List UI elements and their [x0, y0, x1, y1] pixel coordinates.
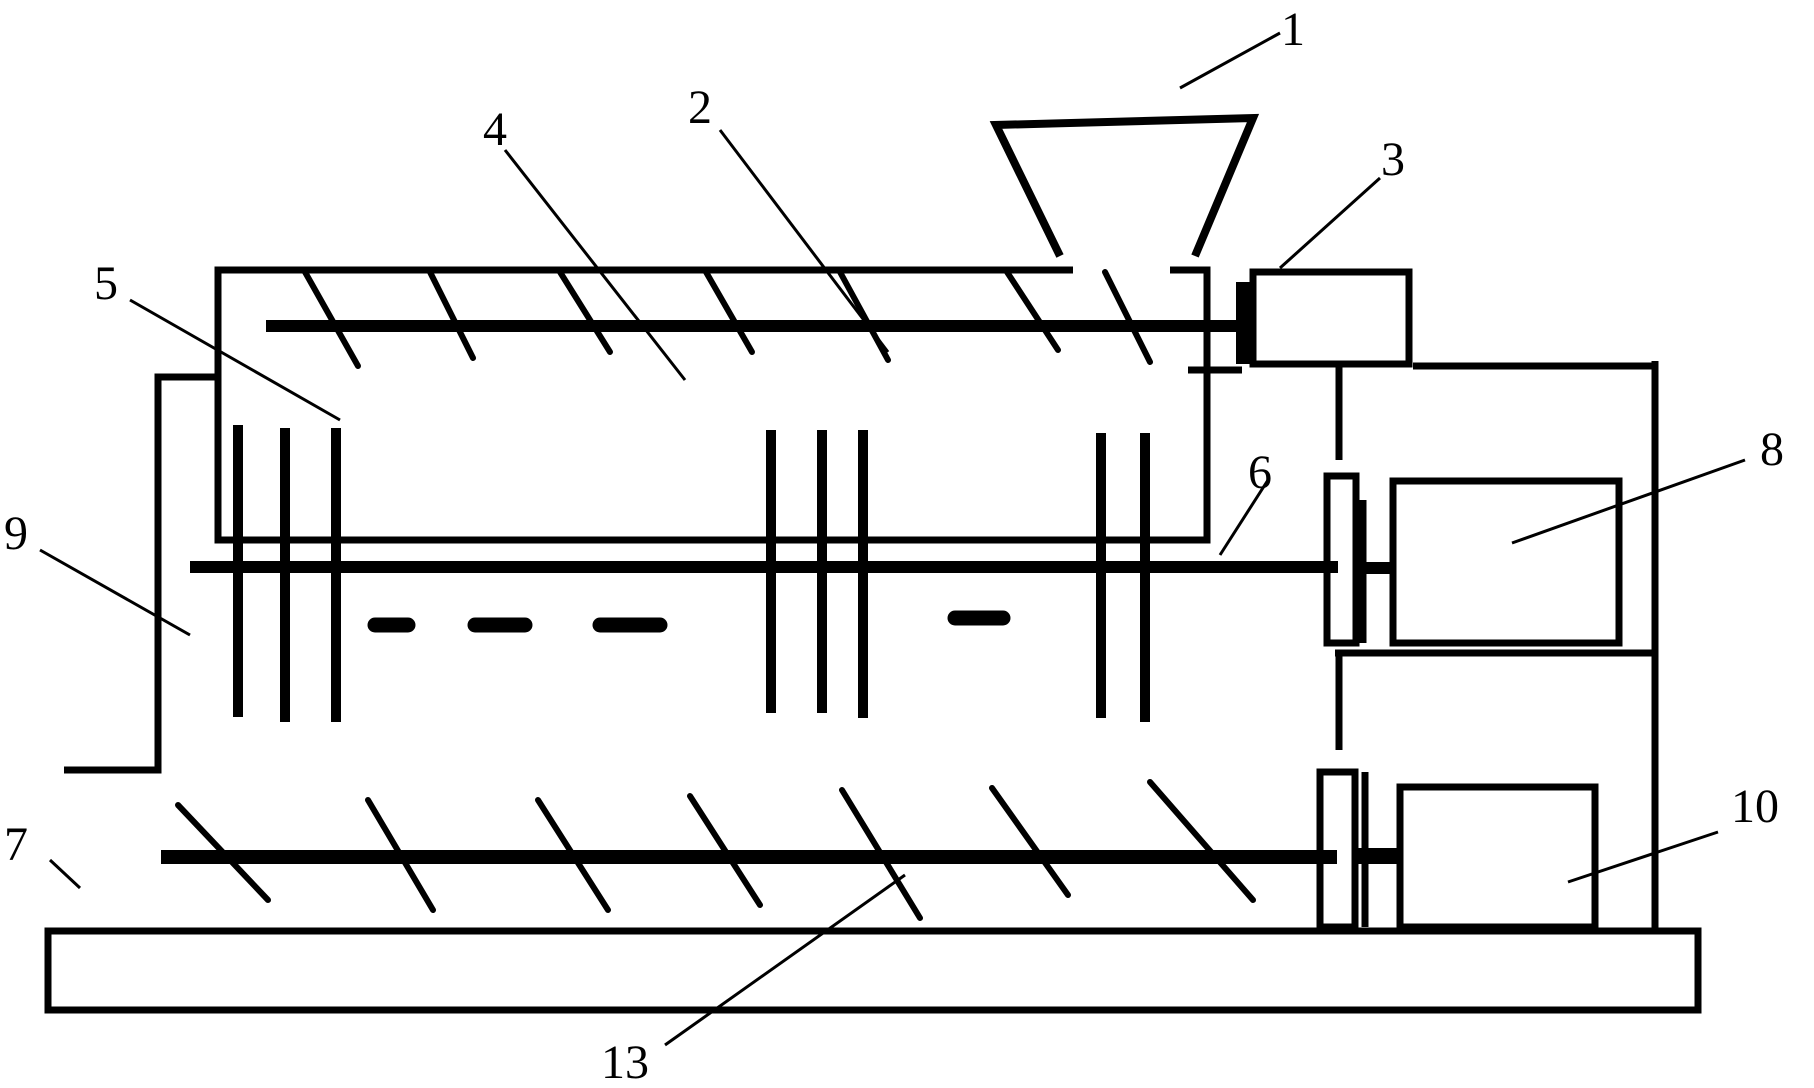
top-flight — [557, 269, 613, 355]
bottom-flight — [175, 802, 271, 903]
bottom-flight — [839, 787, 923, 921]
bottom-screw-flights — [175, 779, 1256, 921]
right-frame — [1335, 361, 1659, 931]
left-bracket — [64, 373, 218, 774]
callout-13: 13 — [601, 1036, 649, 1088]
callout-6: 6 — [1248, 446, 1272, 499]
callout-5: 5 — [94, 257, 118, 310]
callout-3: 3 — [1381, 133, 1405, 186]
middle-pulley — [1323, 472, 1360, 647]
upper-housing — [214, 266, 1211, 544]
callout-4: 4 — [483, 103, 507, 156]
top-motor — [1249, 268, 1413, 368]
middle-motor — [1389, 477, 1623, 647]
middle-shaft-blades — [233, 425, 1150, 722]
bottom-motor — [1396, 783, 1599, 931]
top-flight — [1004, 269, 1061, 353]
top-flight — [1102, 269, 1153, 365]
bottom-flight — [365, 797, 436, 913]
top-flight — [837, 269, 891, 363]
bottom-flight — [535, 797, 611, 913]
bottom-flight — [1147, 779, 1256, 903]
callout-10: 10 — [1731, 780, 1779, 833]
callout-9: 9 — [4, 507, 28, 560]
callout-2: 2 — [688, 81, 712, 134]
callout-8: 8 — [1760, 423, 1784, 476]
leader-lines — [39, 31, 1746, 1047]
base-plate — [44, 927, 1702, 1014]
middle-shaft-dashes — [367, 610, 1011, 633]
top-motor-coupling — [1236, 282, 1253, 364]
hopper — [989, 113, 1260, 258]
bottom-flight — [687, 793, 763, 908]
bottom-flight — [989, 785, 1071, 898]
top-flight — [427, 269, 476, 361]
top-flight — [703, 269, 755, 355]
top-screw-flights — [302, 269, 1153, 369]
top-flight — [302, 269, 361, 369]
callout-7: 7 — [4, 818, 28, 871]
callout-1: 1 — [1281, 3, 1305, 56]
bottom-pulley — [1316, 768, 1359, 931]
